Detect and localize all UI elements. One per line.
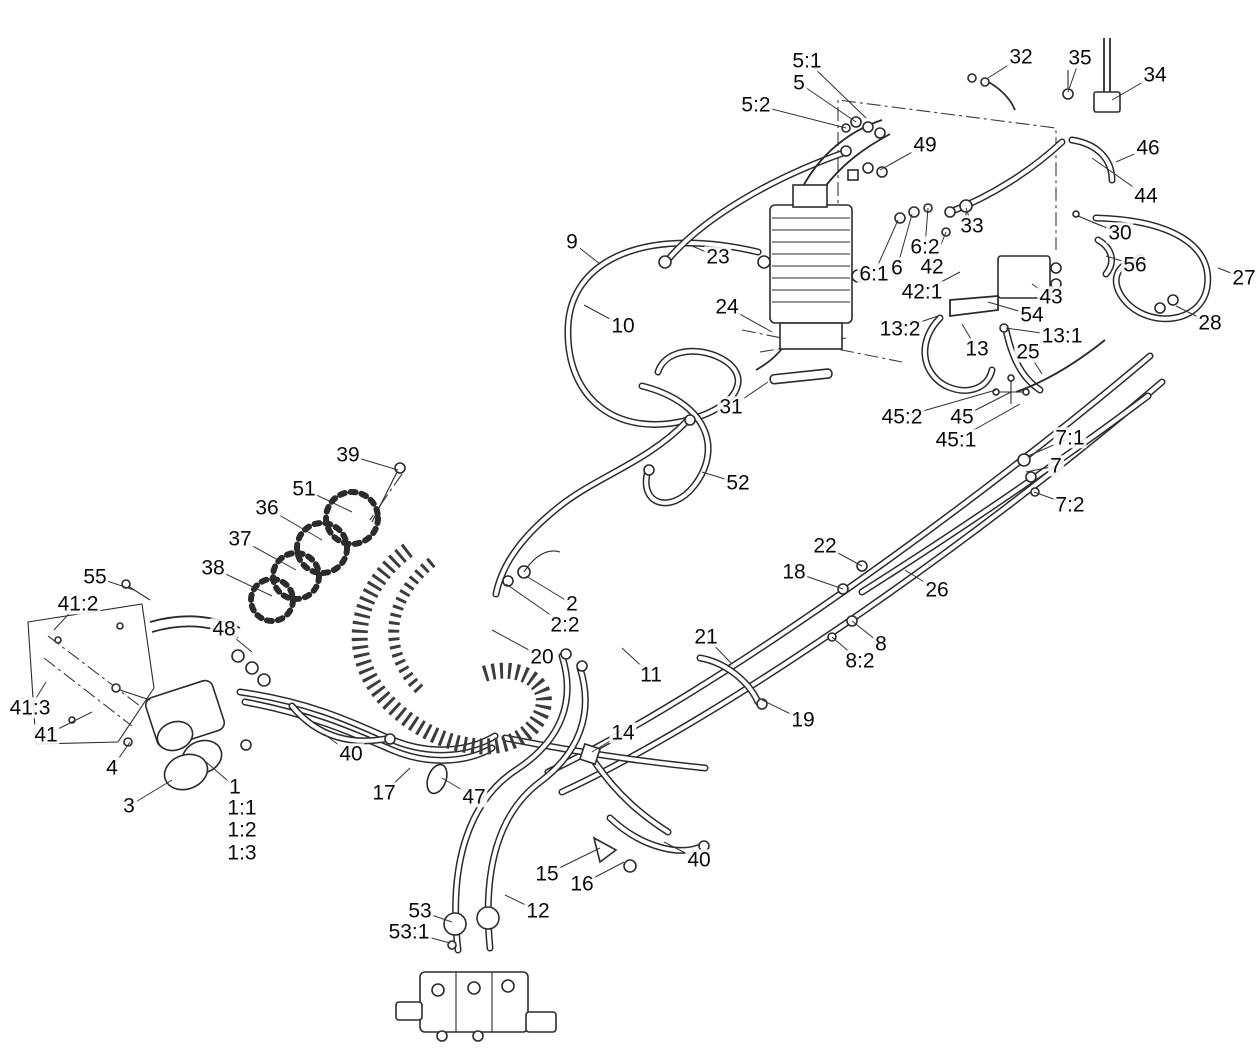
leader-line-42	[931, 231, 947, 268]
leader-line-54	[987, 301, 1033, 316]
spiral-wrap-bundle	[351, 543, 552, 795]
leader-line-24	[726, 306, 773, 333]
leader-line-25	[1027, 351, 1043, 375]
hose-network	[149, 79, 1208, 950]
leader-line-4	[111, 741, 131, 769]
mount-plate	[27, 579, 155, 745]
leader-line-53-1	[408, 931, 451, 944]
leader-line-15	[546, 847, 601, 875]
leader-line-47	[441, 777, 475, 798]
leader-line-45-1	[955, 403, 1021, 441]
leader-line-18	[793, 571, 844, 590]
leader-line-8	[851, 620, 882, 645]
pump-assembly	[757, 184, 865, 350]
leader-line-16	[581, 861, 625, 885]
clevis-pin	[769, 368, 833, 385]
leader-line-13-1	[1005, 327, 1063, 337]
manifold-assembly	[111, 649, 271, 791]
leader-line-32	[987, 56, 1022, 79]
leader-line-44	[1091, 157, 1147, 197]
leader-line-1	[205, 761, 236, 788]
wire-harness	[1093, 38, 1121, 113]
leader-line-34	[1111, 74, 1156, 101]
control-valve	[395, 906, 557, 1042]
leader-line-13	[961, 323, 978, 350]
construction-lines	[369, 99, 1057, 521]
leader-line-52	[701, 471, 739, 484]
leader-line-5-2	[755, 104, 847, 129]
leader-line-27	[1217, 267, 1245, 279]
leader-line-49	[879, 144, 926, 171]
leader-line-9	[571, 241, 601, 265]
leader-line-20	[491, 629, 543, 658]
leader-line-39	[347, 454, 399, 471]
leader-line-17	[383, 767, 411, 794]
leader-line-6-2	[924, 207, 929, 248]
leader-line-45-2	[901, 389, 997, 418]
leader-line-12	[504, 894, 539, 912]
leader-line-41	[45, 711, 93, 736]
leader-line-7-2	[1033, 491, 1071, 506]
clamp-stack	[248, 462, 406, 624]
leader-line-48	[223, 628, 253, 653]
leader-line-35	[1067, 57, 1081, 93]
fittings	[384, 70, 1179, 873]
leader-line-3	[128, 779, 173, 807]
leader-line-19	[761, 699, 804, 721]
leader-line-2-2	[505, 583, 566, 626]
leader-line-8-2	[831, 636, 861, 662]
leader-line-6-1	[873, 219, 899, 275]
leader-line-42-1	[921, 271, 961, 293]
leader-line-2	[525, 575, 573, 605]
leader-line-5	[798, 82, 857, 123]
leader-line-46	[1115, 147, 1149, 163]
leader-line-10	[583, 304, 624, 327]
leader-line-14	[591, 732, 624, 753]
leader-line-22	[824, 545, 863, 567]
leader-line-5-1	[806, 60, 867, 119]
leader-line-30	[1091, 221, 1121, 234]
leader-line-11	[621, 647, 652, 676]
